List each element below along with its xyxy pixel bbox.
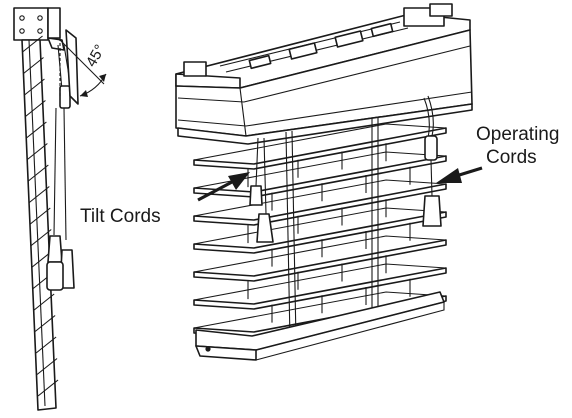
side-slat — [26, 121, 47, 139]
side-cords — [46, 44, 75, 291]
slat — [193, 239, 447, 282]
operating-cords — [422, 95, 442, 227]
tilt-cords — [249, 137, 274, 243]
ladder-tapes — [285, 117, 379, 341]
side-view: 45° — [13, 7, 109, 411]
side-slat — [28, 186, 50, 203]
side-slat — [24, 78, 45, 96]
bottom-rail — [195, 291, 445, 361]
side-slat — [33, 293, 55, 311]
side-slat — [27, 143, 48, 160]
side-slat — [23, 57, 44, 74]
headrail-top — [175, 3, 471, 89]
side-slat — [34, 315, 56, 332]
angle-label: 45° — [83, 42, 109, 70]
tilt-cords-label: Tilt Cords — [80, 206, 161, 227]
slat — [193, 127, 447, 170]
side-slat — [25, 100, 46, 117]
operating-cords-arrow — [436, 166, 483, 183]
slat — [193, 183, 447, 226]
side-slat — [22, 35, 43, 53]
side-slat — [29, 207, 51, 225]
side-slat — [36, 358, 58, 375]
slat — [193, 267, 447, 310]
side-slat — [37, 379, 59, 397]
side-slat-stack — [21, 35, 59, 411]
blind-front-view: Tilt Cords Operating Cords — [80, 3, 559, 361]
tilt-cords-arrow — [197, 172, 250, 202]
operating-cords-label-line1: Operating — [476, 124, 559, 145]
side-slat — [30, 229, 52, 246]
side-slat — [35, 336, 57, 354]
slat-set — [193, 123, 447, 338]
side-slat — [28, 164, 49, 182]
slat-back-edge — [193, 235, 447, 273]
valance — [175, 29, 473, 145]
slat-back-edge — [193, 263, 447, 301]
slat — [193, 211, 447, 254]
operating-cords-label-line2: Cords — [486, 147, 537, 168]
